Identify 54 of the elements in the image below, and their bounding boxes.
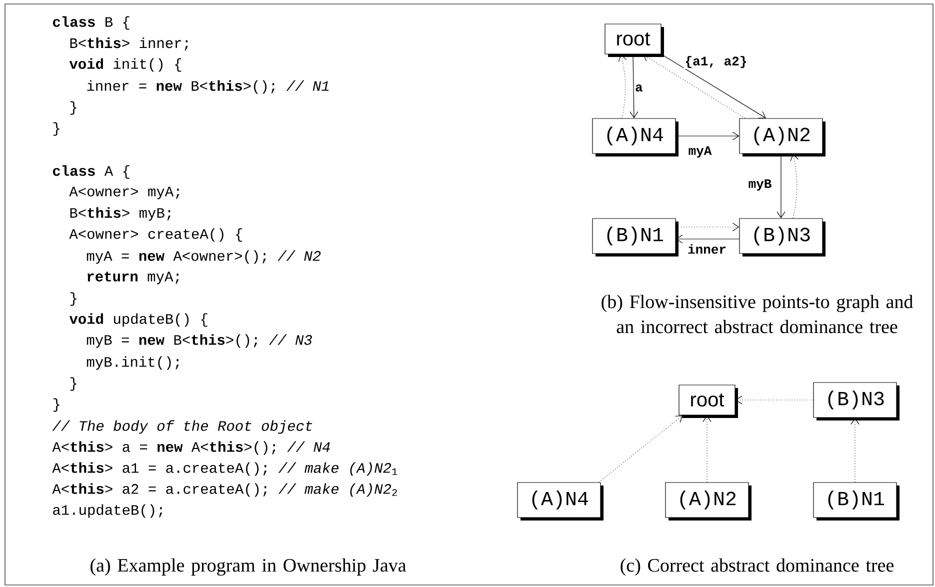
code-line: // The body of the Root object bbox=[52, 420, 312, 434]
code-line: A<owner> myA; bbox=[69, 186, 180, 200]
code-line: return myA; bbox=[88, 272, 179, 284]
code-line: } bbox=[70, 377, 76, 391]
code-line: A<this> a1 = a.createA(); // make (A)N2$_{1}$ bbox=[52, 462, 398, 476]
arrow bbox=[790, 154, 799, 218]
edge-label: a bbox=[634, 83, 644, 93]
node-box: (A)N4 bbox=[517, 482, 604, 520]
code-line: } bbox=[70, 292, 76, 306]
code-line: inner = new B<this>(); // N1 bbox=[87, 80, 329, 94]
arrow bbox=[735, 396, 814, 404]
caption: (c) Correct abstract dominance tree bbox=[620, 558, 894, 576]
arrow bbox=[661, 54, 766, 118]
code-line: class A { bbox=[52, 165, 130, 179]
code-line: } bbox=[53, 398, 60, 412]
arrow bbox=[702, 415, 712, 482]
arrow bbox=[850, 418, 860, 482]
arrow bbox=[776, 154, 786, 218]
code-line: A<owner> createA() { bbox=[69, 228, 242, 242]
node-box: (B)N1 bbox=[813, 482, 900, 520]
arrow bbox=[618, 54, 627, 118]
code-line: B<this> inner; bbox=[70, 37, 188, 51]
code-line: void updateB() { bbox=[69, 313, 208, 327]
code-line: } bbox=[53, 122, 60, 136]
arrow bbox=[676, 234, 740, 244]
code-line: B<this> myB; bbox=[70, 207, 170, 221]
code-line: void init() { bbox=[69, 58, 182, 72]
edge-label: {a1, a2} bbox=[684, 54, 748, 70]
caption: (a) Example program in Ownership Java bbox=[90, 558, 406, 576]
arrow bbox=[630, 54, 638, 118]
caption: (b) Flow-insensitive points-to graph and an incorrect abstract dominance tree bbox=[602, 294, 913, 334]
arrow bbox=[598, 415, 683, 482]
edge-label: myA bbox=[687, 145, 713, 159]
code-line: myB = new B<this>(); // N3 bbox=[86, 334, 312, 348]
arrow bbox=[676, 132, 740, 140]
code-line: } bbox=[70, 101, 76, 115]
code-line: A<this> a = new A<this>(); // N4 bbox=[52, 441, 330, 455]
code-line: a1.updateB(); bbox=[53, 504, 162, 518]
node-box: (A)N4 bbox=[592, 118, 678, 156]
arrow bbox=[643, 54, 746, 118]
code-line: class B { bbox=[52, 16, 130, 30]
node-box: (A)N2 bbox=[739, 118, 826, 156]
arrow bbox=[676, 222, 740, 232]
code-line: myA = new A<owner>(); // N2 bbox=[86, 250, 321, 264]
code-line: myB.init(); bbox=[86, 356, 179, 370]
node-box: (B)N1 bbox=[592, 218, 678, 256]
node-box: (B)N3 bbox=[813, 382, 900, 420]
edge-label: inner bbox=[686, 243, 728, 255]
node-box: (A)N2 bbox=[665, 482, 752, 520]
node-box: root bbox=[678, 384, 738, 418]
node-box: root bbox=[604, 24, 664, 57]
node-box: (B)N3 bbox=[739, 218, 826, 256]
code-line: A<this> a2 = a.createA(); // make (A)N2$_{2}$ bbox=[52, 483, 397, 497]
edge-label: myB bbox=[747, 178, 773, 192]
